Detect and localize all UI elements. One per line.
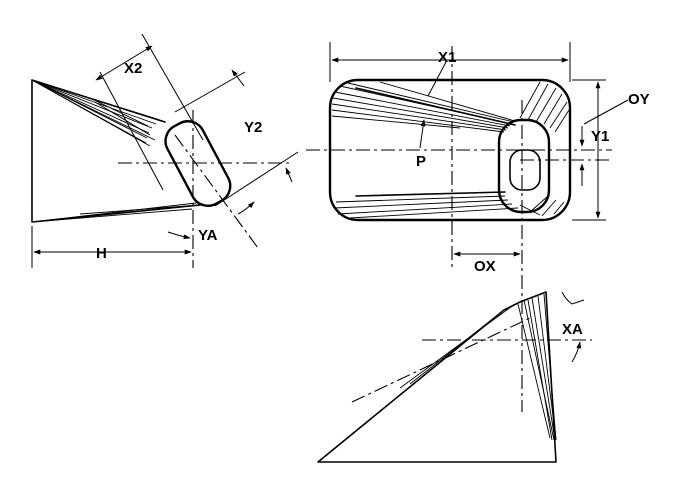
xa-arrow [571, 341, 582, 363]
plan-view: X1 P Y1 OY OX [306, 42, 650, 412]
xa-break-mark [561, 291, 585, 305]
side-view-inclined-axis [174, 134, 259, 249]
y2-arrow-top [231, 69, 245, 87]
ya-label: YA [198, 227, 218, 244]
h-label: H [96, 245, 107, 262]
x2-extension-right [141, 33, 204, 141]
oy-leader [583, 99, 629, 125]
end-view-inclined-centerline [351, 317, 531, 403]
oy-label: OY [628, 91, 650, 108]
y2-extension-top [174, 71, 246, 113]
side-view-slot [164, 120, 232, 207]
x2-dimension-line [95, 45, 153, 81]
p-leader [419, 119, 426, 149]
x2-extension-left [99, 71, 164, 191]
plan-view-hatching [331, 81, 570, 219]
ya-arrow-left [167, 231, 191, 240]
end-view: XA [317, 291, 592, 463]
y2-arrow-bottom [285, 167, 293, 183]
side-view-hatching [31, 79, 201, 223]
ox-label: OX [474, 258, 496, 275]
ya-arrow-right [237, 201, 255, 215]
y2-label: Y2 [244, 119, 262, 136]
x1-label: X1 [438, 49, 456, 66]
y2-extension-bottom [214, 151, 299, 207]
y1-label: Y1 [591, 128, 609, 145]
plan-bottom-taper [355, 191, 506, 197]
xa-label: XA [562, 321, 583, 338]
p-label: P [416, 153, 426, 170]
x2-label: X2 [124, 60, 142, 77]
plan-view-slot [497, 118, 551, 214]
plan-view-slot-inner [509, 149, 541, 191]
x1-leader [427, 61, 447, 97]
end-view-outline [317, 291, 557, 463]
side-view: X2 Y2 YA H [31, 33, 299, 268]
end-view-hatching [399, 293, 557, 441]
